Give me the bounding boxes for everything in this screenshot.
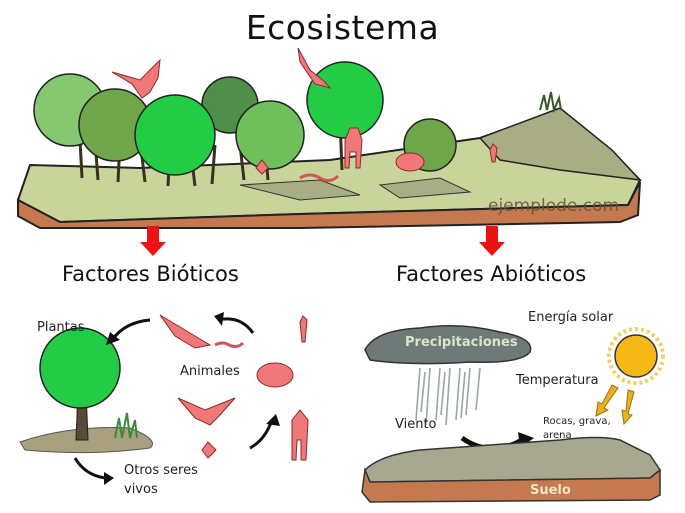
watermark: ejemplode.com <box>488 196 620 216</box>
label-temperature: Temperatura <box>516 373 599 388</box>
label-soil: Suelo <box>530 483 571 498</box>
label-precipitation: Precipitaciones <box>405 335 518 350</box>
label-wind: Viento <box>395 417 437 432</box>
landscape-illustration <box>16 47 642 229</box>
heading-biotic-factors: Factores Bióticos <box>62 262 239 286</box>
label-animals: Animales <box>180 364 240 379</box>
label-plants: Plantas <box>37 320 85 335</box>
label-rocks-line1: Rocas, grava, <box>543 416 611 427</box>
label-rocks-line2: arena <box>543 430 572 441</box>
heading-abiotic-factors: Factores Abióticos <box>396 262 587 286</box>
arrow-down-icon-biotic <box>140 226 166 256</box>
label-other-living-beings-line1: Otros seres <box>124 463 198 478</box>
arrow-down-icon-abiotic <box>479 226 505 256</box>
page-title: Ecosistema <box>245 8 440 47</box>
abiotic-illustration <box>361 325 665 503</box>
label-other-living-beings-line2: vivos <box>124 482 158 497</box>
biotic-illustration <box>19 312 309 485</box>
label-solar-energy: Energía solar <box>528 310 614 325</box>
